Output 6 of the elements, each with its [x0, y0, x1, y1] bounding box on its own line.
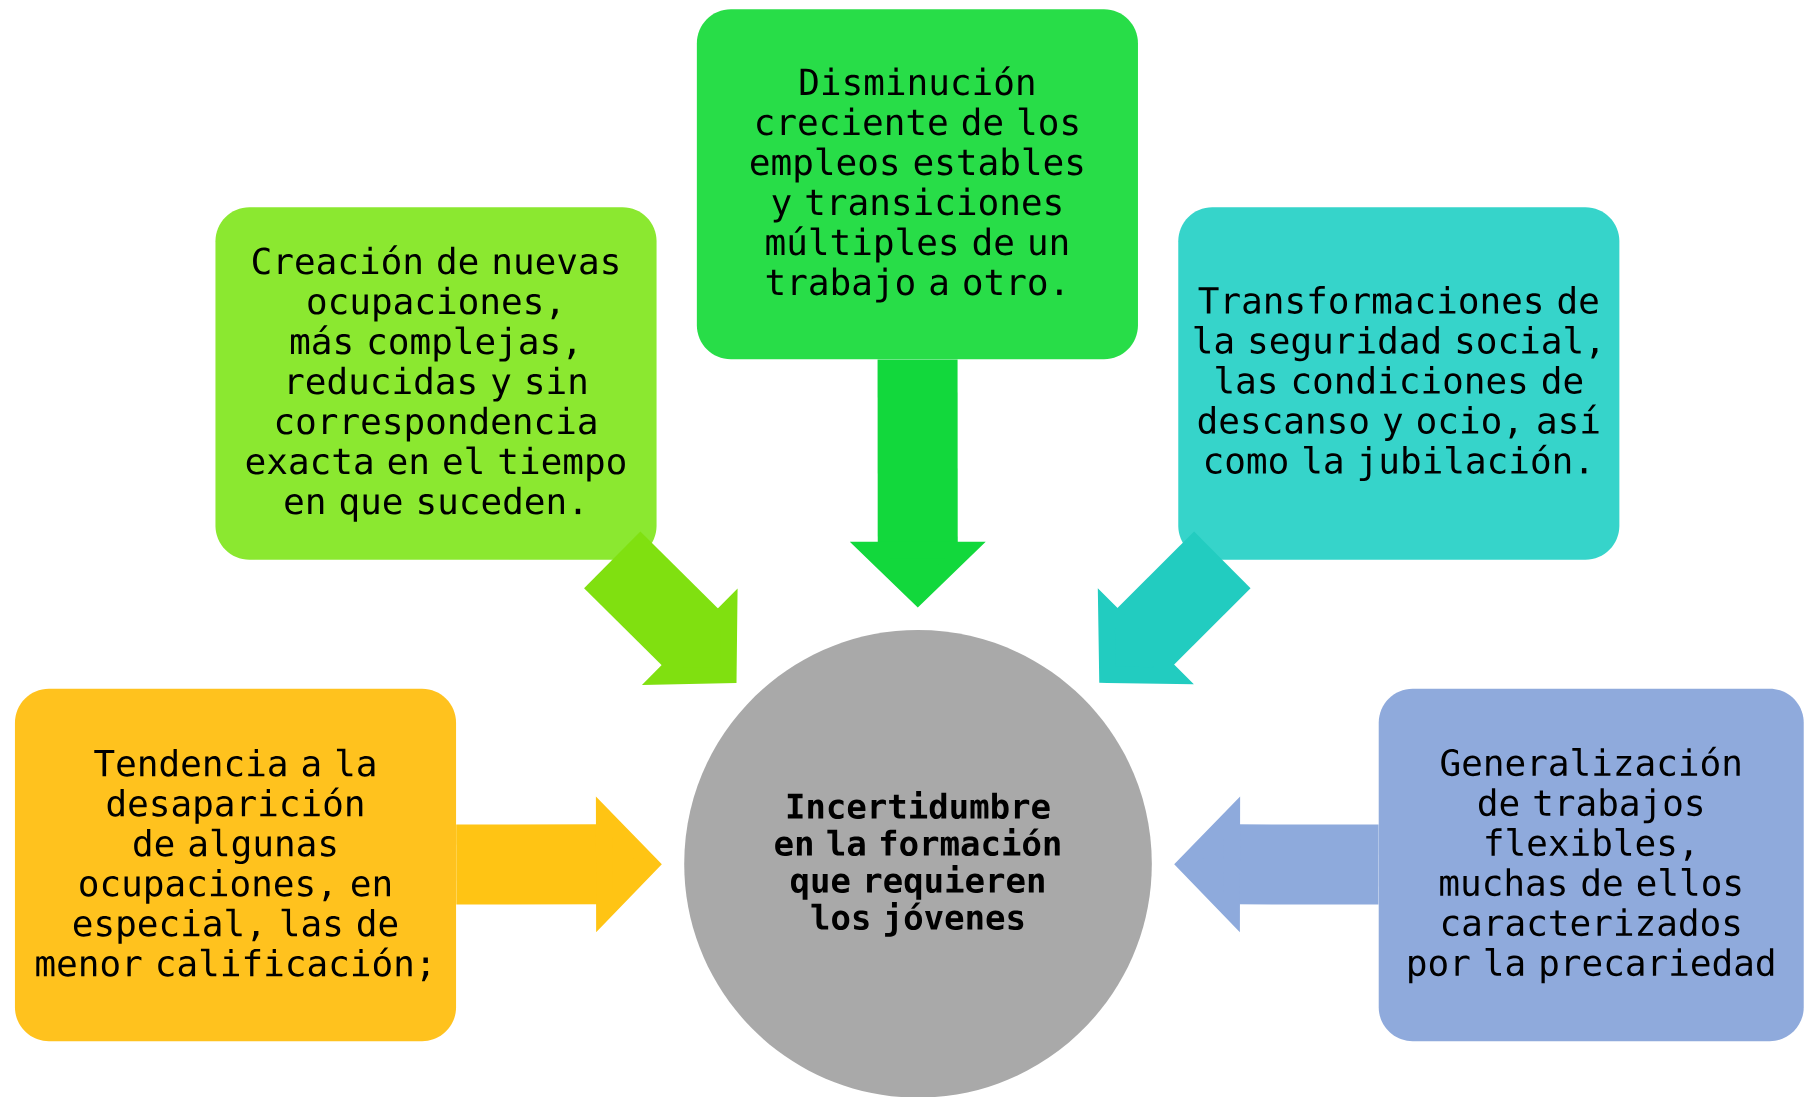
text-box: Disminución creciente de los empleos estables y transiciones múltiples de un trabajo a otro.: [696, 9, 1138, 360]
text-box: Generalización de trabajos flexibles, muchas de ellos caracterizados por la precariedad: [1378, 688, 1804, 1042]
text-box: Transformaciones de la seguridad social, las condiciones de descanso y ocio, así como la jubilación.: [1178, 207, 1620, 560]
text-box: Tendencia a la desaparición de algunas ocupaciones, en especial, las de menor calificación;: [14, 688, 457, 1042]
block-arrow: [584, 531, 738, 685]
text-box: Creación de nuevas ocupaciones, más complejas, reducidas y sin correspondencia exacta en el tiempo en que suceden.: [215, 207, 657, 560]
